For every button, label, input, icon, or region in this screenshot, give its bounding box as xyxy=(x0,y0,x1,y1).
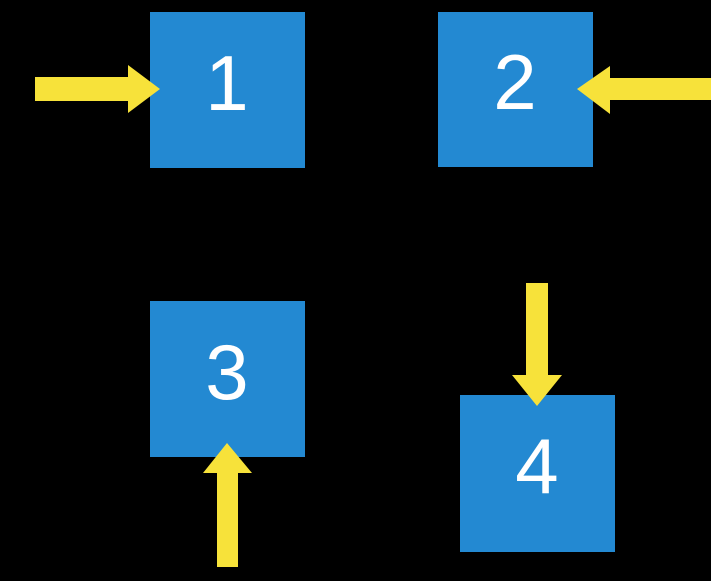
numbered-box-2 xyxy=(438,12,593,167)
arrow-left-icon xyxy=(577,66,711,114)
arrow-right-icon xyxy=(35,65,160,113)
arrow-down-icon xyxy=(512,283,562,406)
box-2-label: 2 xyxy=(493,38,536,126)
numbered-box-4 xyxy=(460,395,615,552)
numbered-box-3 xyxy=(150,301,305,457)
numbered-box-1 xyxy=(150,12,305,168)
arrow-up-icon xyxy=(203,443,252,567)
box-1-label: 1 xyxy=(205,39,248,127)
box-3-label: 3 xyxy=(205,328,248,416)
box-4-label: 4 xyxy=(515,422,558,510)
